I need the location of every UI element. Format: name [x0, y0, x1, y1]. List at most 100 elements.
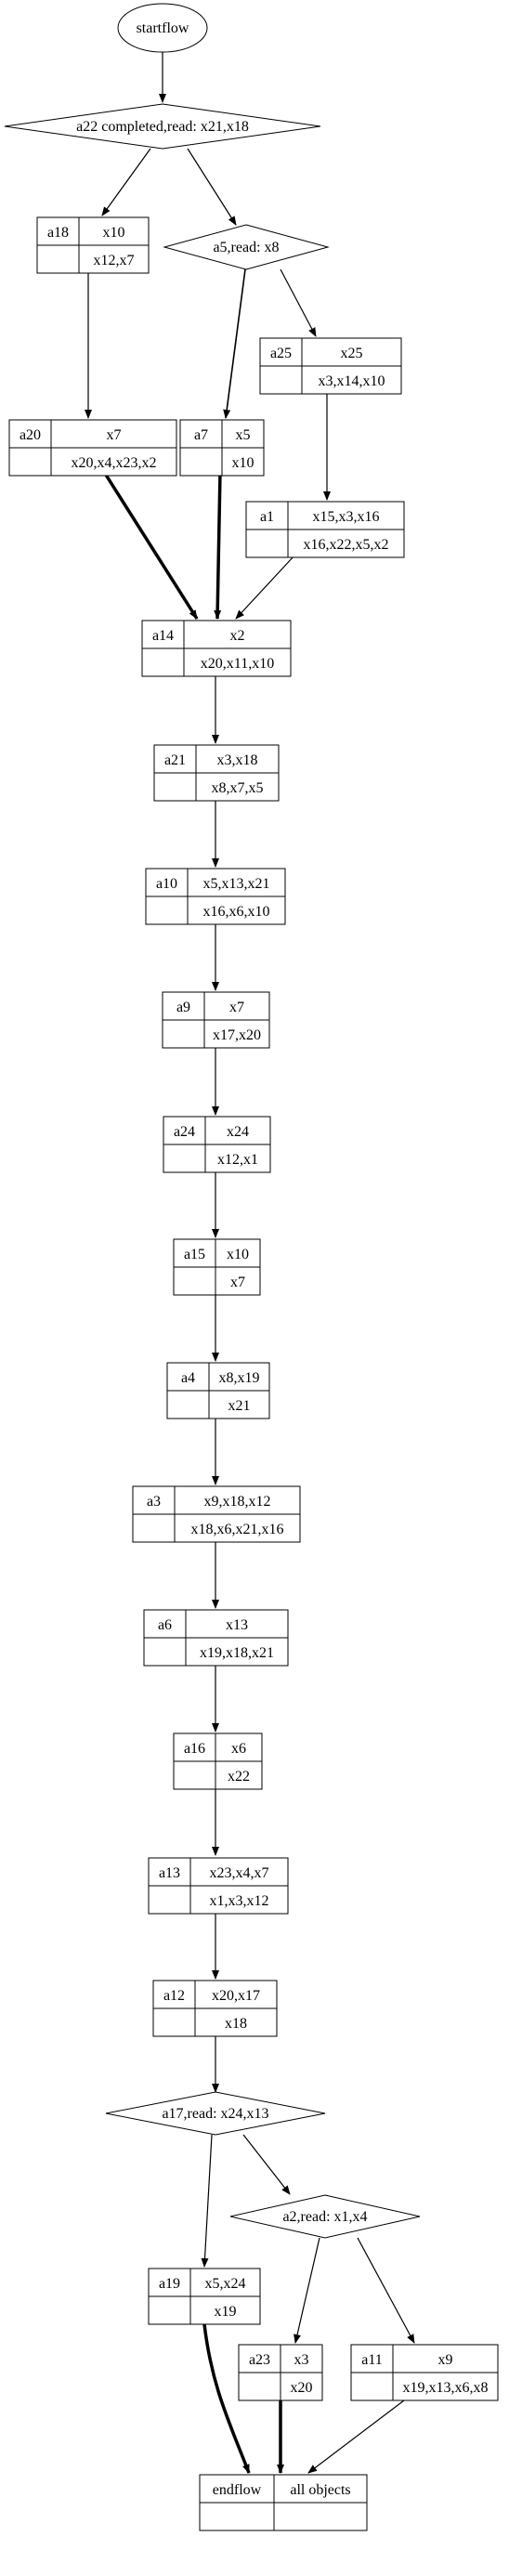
decision-label: a5,read: x8: [213, 240, 279, 255]
nodes: startflow a22 completed,read: x21,x18 a5,r…: [4, 3, 499, 2531]
end-node: endflow all objects: [199, 2474, 368, 2531]
record-name: a16: [184, 1741, 205, 1757]
record-top-value: x13: [226, 1617, 248, 1633]
record-bottom-value: x21: [228, 1398, 251, 1414]
record-bottom-value: x17,x20: [213, 1027, 261, 1043]
record-top-value: x5: [236, 427, 251, 443]
record-top-value: x10: [227, 1247, 249, 1262]
record-bottom-value: x19,x13,x6,x8: [403, 2380, 489, 2396]
record-bottom-value: x16,x22,x5,x2: [304, 537, 389, 553]
record-top-value: x9: [438, 2352, 453, 2368]
decision-diamond: [229, 2194, 421, 2239]
record-bottom-value: x12,x1: [217, 1152, 258, 1168]
decision-d1: a22 completed,read: x21,x18: [4, 103, 321, 150]
record-bottom-value: x19,x18,x21: [200, 1645, 274, 1661]
record-top-value: x8,x19: [219, 1370, 260, 1386]
record-top-value: x15,x3,x16: [313, 509, 380, 525]
activity-a4: a4 x8,x19 x21: [166, 1362, 270, 1419]
record-bottom-value: x19: [215, 2304, 237, 2320]
record-name: a25: [270, 346, 292, 361]
edges: [85, 51, 415, 2474]
edge-a20-a14: [102, 471, 199, 620]
record-bottom-value: x22: [228, 1769, 250, 1785]
record-bottom-value: x12,x7: [94, 253, 135, 268]
record-top-value: x3,x18: [217, 752, 258, 768]
start-node: startflow: [117, 3, 208, 53]
record-bottom-value: x8,x7,x5: [212, 780, 264, 796]
record-name: a24: [174, 1124, 195, 1140]
edge-a1-a14: [235, 555, 295, 620]
record-name: a13: [159, 1865, 180, 1881]
record-name: a23: [249, 2352, 270, 2368]
record-name: a21: [164, 752, 186, 768]
activity-a1: a1 x15,x3,x16 x16,x22,x5,x2: [245, 501, 405, 558]
decision-diamond: [163, 224, 330, 270]
record-bottom-value: x1,x3,x12: [210, 1893, 269, 1909]
activity-a15: a15 x10 x7: [173, 1238, 261, 1296]
record-top-value: x20,x17: [212, 1988, 260, 2004]
record-name: a10: [156, 876, 177, 892]
record-name: a1: [260, 509, 274, 525]
edge-d4-a23: [294, 2237, 320, 2344]
record-name: endflow: [213, 2482, 262, 2498]
activity-a10: a10 x5,x13,x21 x16,x6,x10: [145, 868, 286, 925]
edge-d4-a11: [357, 2237, 415, 2344]
activity-a7: a7 x5 x10: [179, 419, 265, 477]
edge-d2-a25: [280, 268, 317, 337]
record-name: a15: [184, 1247, 205, 1262]
edge-a7-a14: [214, 471, 222, 620]
record-top-value: all objects: [290, 2482, 350, 2498]
record-top-value: x24: [227, 1124, 249, 1140]
decision-diamond: [105, 2091, 326, 2136]
record-name: a7: [194, 427, 208, 443]
record-name: a6: [158, 1617, 172, 1633]
record-name: a12: [163, 1988, 185, 2004]
activity-a24: a24 x24 x12,x1: [163, 1116, 271, 1173]
record-name: a9: [176, 1000, 190, 1015]
decision-label: a17,read: x24,x13: [162, 2106, 268, 2122]
record-bottom-value: x7: [230, 1275, 245, 1290]
edge-d3-d4: [242, 2134, 291, 2195]
start-label: startflow: [137, 20, 189, 36]
activity-a6: a6 x13 x19,x18,x21: [143, 1609, 289, 1667]
record-name: a4: [181, 1370, 195, 1386]
decision-d4: a2,read: x1,x4: [229, 2194, 421, 2239]
record-bottom-value: x18,x6,x21,x16: [191, 1522, 284, 1537]
record-top-value: x6: [231, 1741, 246, 1757]
edge-a11-end: [307, 2399, 405, 2474]
record-bottom-value: x20,x11,x10: [201, 656, 274, 672]
edge-d3-a19: [201, 2134, 213, 2268]
decision-label: a22 completed,read: x21,x18: [76, 119, 249, 135]
record-bottom-value: x18: [225, 2016, 247, 2032]
decision-d3: a17,read: x24,x13: [105, 2091, 326, 2136]
activity-a16: a16 x6 x22: [173, 1733, 263, 1790]
record-bottom-value: x20: [291, 2380, 313, 2396]
record-top-value: x7: [229, 1000, 244, 1015]
decision-label: a2,read: x1,x4: [282, 2209, 367, 2225]
edge-a19-end: [202, 2323, 251, 2474]
record-top-value: x10: [103, 225, 125, 241]
record-top-value: x3: [294, 2352, 309, 2368]
activity-a12: a12 x20,x17 x18: [152, 1980, 278, 2037]
record-bottom-value: x10: [232, 455, 254, 471]
record-top-value: x25: [341, 346, 363, 361]
record-top-value: x2: [230, 628, 245, 644]
record-bottom-value: x20,x4,x23,x2: [72, 455, 157, 471]
record-name: a3: [147, 1494, 161, 1510]
activity-a18: a18 x10 x12,x7: [36, 216, 150, 274]
decision-d2: a5,read: x8: [163, 224, 330, 270]
record-name: a18: [47, 225, 69, 241]
activity-a23: a23 x3 x20: [238, 2344, 323, 2401]
record-name: a20: [20, 427, 41, 443]
record-bottom-value: x16,x6,x10: [203, 904, 270, 920]
activity-a21: a21 x3,x18 x8,x7,x5: [153, 744, 280, 802]
record-top-value: x5,x13,x21: [203, 876, 270, 892]
start-ellipse: [117, 3, 208, 53]
